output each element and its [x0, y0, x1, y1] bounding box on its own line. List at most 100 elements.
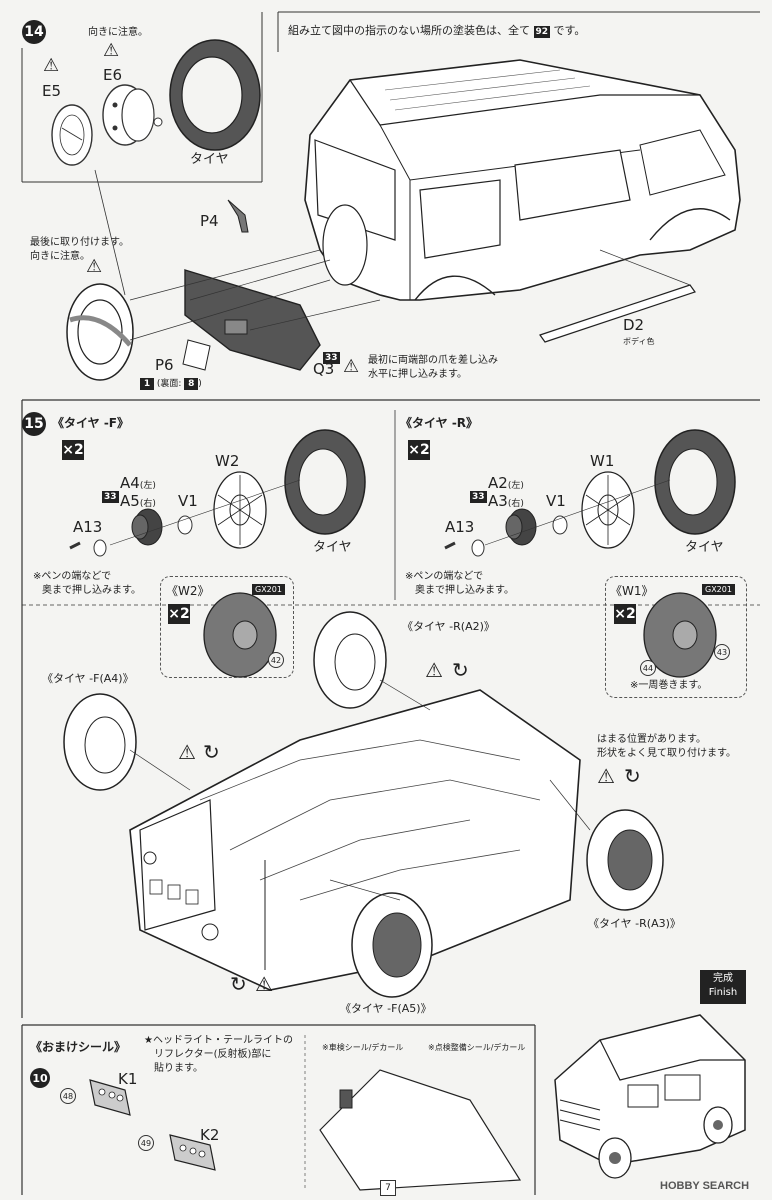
d2-body-color-note: ボディ色 — [623, 337, 655, 346]
paint-note-suffix: です。 — [553, 24, 586, 37]
part-a2: A2 — [488, 474, 508, 492]
decal-42: 42 — [268, 652, 284, 668]
wrap-note: ※一周巻きます。 — [630, 680, 708, 691]
tire-r-a2-callout: 《タイヤ -R(A2)》 — [402, 620, 495, 633]
w2-box-title: 《W2》 — [166, 584, 210, 598]
bonus-title: 《おまけシール》 — [30, 1040, 127, 1054]
orientation-note: 向きに注意。 — [88, 27, 148, 38]
decal-44: 44 — [640, 660, 656, 676]
part-w1-label: W1 — [590, 452, 615, 470]
rotate-icon: ↻ — [203, 740, 220, 764]
rear-tire-title: 《タイヤ -R》 — [400, 416, 479, 430]
w1-detail-box — [605, 576, 747, 698]
q3-color: 33 — [323, 345, 340, 364]
q3-note-2: 水平に押し込みます。 — [368, 369, 467, 380]
warning-icon: ⚠ — [425, 658, 443, 682]
part-a13-label-rear: A13 — [445, 518, 475, 536]
w1-gx-color: GX201 — [702, 584, 735, 595]
rear-tire-label: タイヤ — [685, 540, 724, 555]
bonus-desc-1: ★ヘッドライト・テールライトの — [144, 1035, 293, 1046]
part-a3-label: A3(右) — [488, 492, 524, 510]
tire-label: タイヤ — [190, 152, 229, 167]
w2-box-qty: ×2 — [168, 604, 190, 624]
front-tire-title: 《タイヤ -F》 — [52, 416, 129, 430]
w2-gx-color: GX201 — [252, 584, 285, 595]
step-14-number: 14 — [22, 20, 46, 44]
front-hub-color-code: 33 — [102, 491, 119, 503]
rear-qty-badge: ×2 — [408, 440, 430, 460]
rear-hub-color-code: 33 — [470, 491, 487, 503]
fit-note-2: 形状をよく見て取り付けます。 — [597, 748, 736, 759]
warning-icon: ⚠ — [103, 40, 120, 61]
part-v1-label-rear: V1 — [546, 492, 566, 510]
decal-48: 48 — [60, 1088, 76, 1104]
q3-color-code: 33 — [323, 352, 340, 364]
p6-back-label: (裏面: — [156, 379, 182, 389]
warning-icon: ⚠ — [86, 256, 103, 277]
tire-f-a4-callout: 《タイヤ -F(A4)》 — [42, 672, 134, 685]
paint-note-text: 組み立て図中の指示のない場所の塗装色は、全て — [288, 24, 530, 37]
decal-43: 43 — [714, 644, 730, 660]
finish-label-en: Finish — [708, 987, 738, 998]
front-push-note-1: ※ペンの端などで — [33, 571, 112, 582]
rear-hub-color: 33 — [470, 484, 487, 503]
front-push-note-2: 奥まで押し込みます。 — [42, 585, 141, 596]
part-a5: A5 — [120, 492, 140, 510]
part-a4-label: A4(左) — [120, 474, 156, 492]
tire-r-a3-callout: 《タイヤ -R(A3)》 — [588, 917, 681, 930]
part-a5-side: (右) — [139, 499, 156, 509]
rotate-icon: ↻ — [452, 658, 469, 682]
part-v1-label-front: V1 — [178, 492, 198, 510]
fit-note-1: はまる位置があります。 — [597, 734, 706, 745]
sticker-k1-label: K1 — [118, 1070, 138, 1088]
tire-f-a5-callout: 《タイヤ -F(A5)》 — [340, 1002, 432, 1015]
part-w2-label: W2 — [215, 452, 240, 470]
paint-color-code: 92 — [533, 26, 551, 38]
front-hub-color: 33 — [102, 484, 119, 503]
part-a2-side: (左) — [507, 481, 524, 491]
part-e6-label: E6 — [103, 66, 123, 84]
w1-box-qty: ×2 — [614, 604, 636, 624]
w2-detail-box — [160, 576, 294, 678]
part-a5-label: A5(右) — [120, 492, 156, 510]
part-a4-side: (左) — [139, 481, 156, 491]
attach-last-note-1: 最後に取り付けます。 — [30, 237, 129, 248]
warning-icon: ⚠ — [343, 356, 360, 377]
page-number: 7 — [380, 1180, 396, 1196]
sticker-note-2: ※点検整備シール/デカール — [428, 1043, 526, 1052]
p6-colors: 1 (裏面: 8) — [140, 376, 202, 390]
part-a3: A3 — [488, 492, 508, 510]
front-qty-badge: ×2 — [62, 440, 84, 460]
part-d2-label: D2 — [623, 316, 645, 334]
attach-last-note-2: 向きに注意。 — [30, 251, 90, 262]
part-e5-label: E5 — [42, 82, 62, 100]
bonus-step-number: 10 — [30, 1068, 50, 1088]
part-a4: A4 — [120, 474, 140, 492]
part-p4-label: P4 — [200, 212, 219, 230]
part-a3-side: (右) — [507, 499, 524, 509]
part-q3-label: Q3 — [313, 360, 335, 378]
warning-icon: ⚠ — [597, 764, 615, 788]
finish-label-jp: 完成 — [713, 973, 733, 984]
w1-box-title: 《W1》 — [610, 584, 654, 598]
watermark: HOBBY SEARCH — [660, 1180, 750, 1192]
q3-note-1: 最初に両端部の爪を差し込み — [368, 355, 498, 366]
part-p6-label: P6 — [155, 356, 174, 374]
warning-icon: ⚠ — [178, 740, 196, 764]
front-tire-label: タイヤ — [313, 540, 352, 555]
part-a2-label: A2(左) — [488, 474, 524, 492]
p6-close: ) — [198, 379, 202, 389]
part-a13-label-front: A13 — [73, 518, 103, 536]
finish-badge: 完成 Finish — [700, 970, 746, 1004]
step-15-number: 15 — [22, 412, 46, 436]
warning-icon: ⚠ — [43, 55, 60, 76]
sticker-k2-label: K2 — [200, 1126, 220, 1144]
rear-push-note-1: ※ペンの端などで — [405, 571, 484, 582]
p6-color-1: 1 — [140, 378, 154, 390]
sticker-note-1: ※車検シール/デカール — [322, 1043, 404, 1052]
rotate-icon: ↻ — [230, 972, 247, 996]
bonus-desc-3: 貼ります。 — [154, 1063, 203, 1074]
warning-icon: ⚠ — [255, 972, 273, 996]
bonus-desc-2: リフレクター(反射板)部に — [154, 1049, 272, 1060]
